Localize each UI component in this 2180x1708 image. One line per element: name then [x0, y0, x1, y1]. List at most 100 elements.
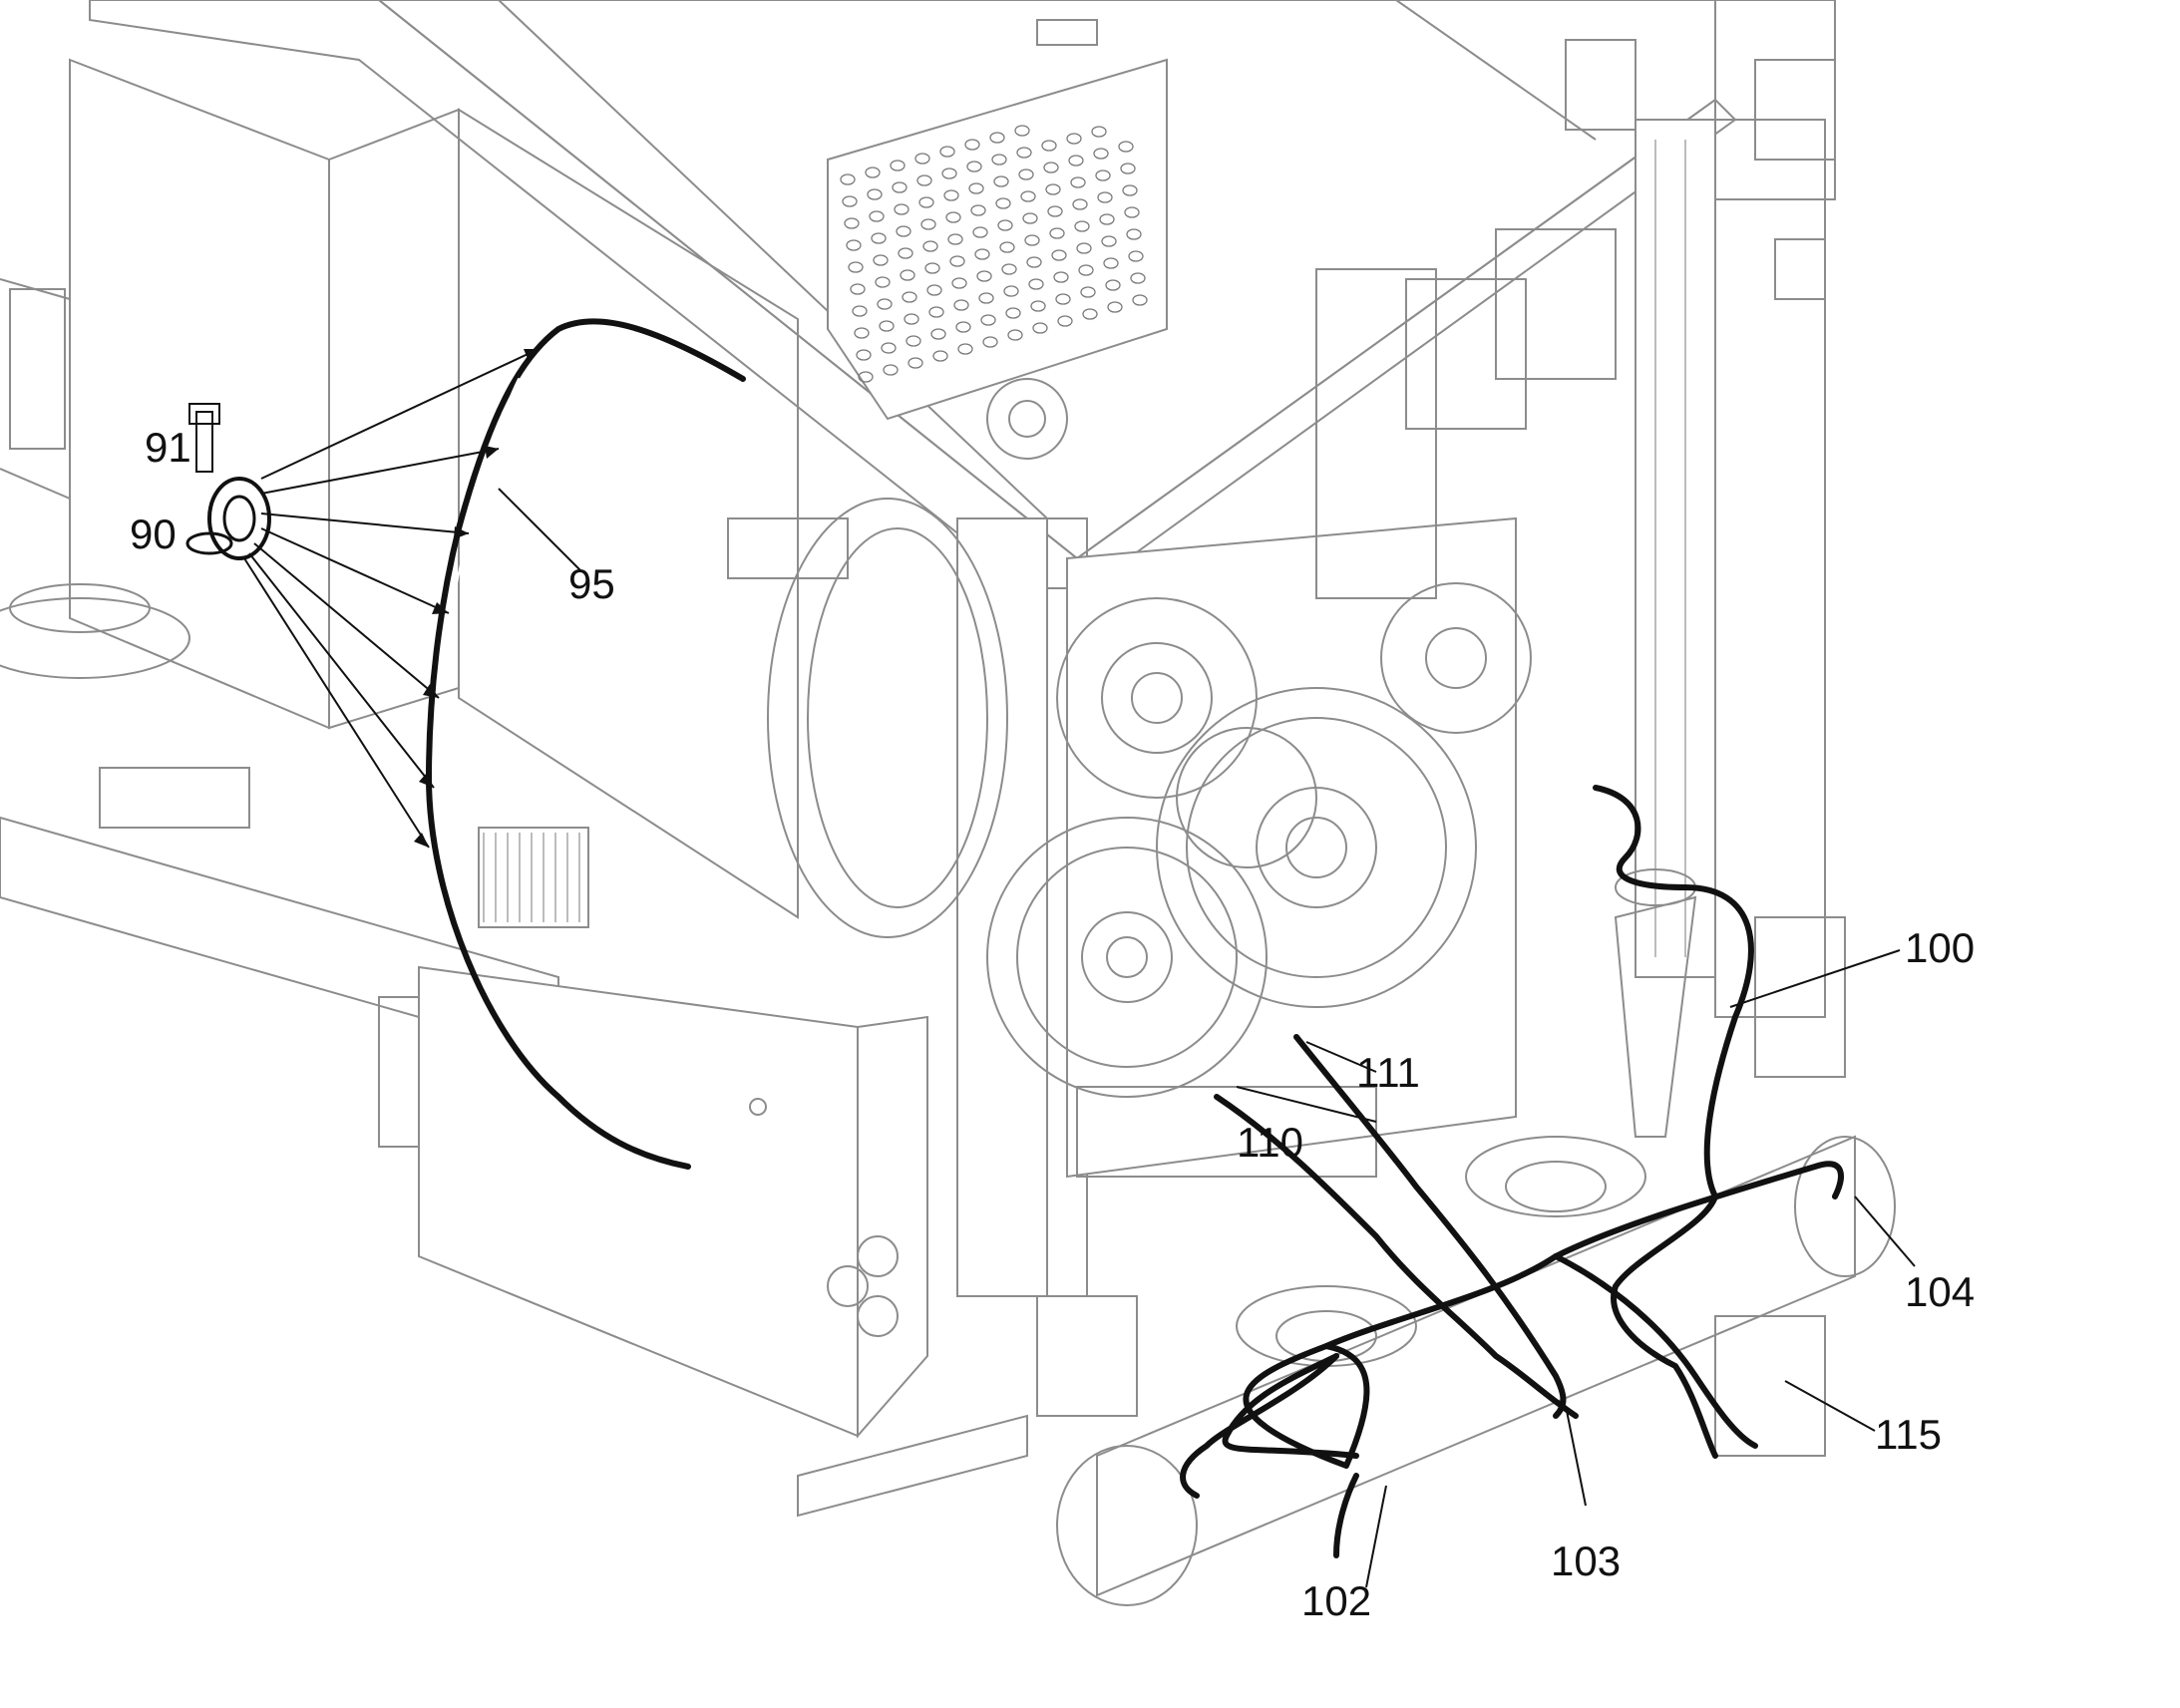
perforation-hole [943, 189, 959, 201]
perforation-hole [1055, 293, 1071, 305]
perforation-hole [1082, 308, 1098, 320]
perforation-hole [924, 262, 940, 274]
perforation-hole [840, 173, 856, 185]
perforation-hole [1022, 212, 1038, 224]
perforation-hole [922, 240, 938, 252]
perforation-hole [1099, 213, 1115, 225]
clamp-leaders [243, 348, 540, 849]
callout-90: 90 [130, 511, 177, 557]
cable-harness [1180, 785, 1844, 1558]
perforation-hole [1028, 278, 1044, 290]
perforation-hole [1080, 286, 1096, 298]
perforation-hole [1003, 285, 1019, 297]
perforation-hole [1070, 176, 1086, 188]
callout-115: 115 [1875, 1411, 1942, 1458]
perforation-hole [1120, 163, 1136, 174]
perforation-hole [1132, 294, 1148, 306]
center-post [956, 517, 1138, 1417]
perforation-hole [1043, 162, 1059, 173]
callout-102: 102 [1301, 1577, 1372, 1624]
perforation-hole [1130, 272, 1146, 284]
perforation-hole [966, 161, 982, 172]
perforation-hole [1014, 125, 1030, 137]
perforation-hole [995, 197, 1011, 209]
perforation-hole [918, 196, 934, 208]
perforation-hole [997, 219, 1013, 231]
left-cabinet [0, 58, 799, 1059]
callout-91: 91 [145, 424, 191, 471]
flywheel [727, 498, 1008, 938]
perforation-hole [930, 328, 946, 340]
perforation-hole [850, 283, 866, 295]
perforation-hole [890, 160, 906, 171]
perforation-hole [1107, 301, 1123, 313]
right-posts [1635, 119, 1846, 1078]
perforation-hole [1124, 206, 1140, 218]
perforation-hole [978, 292, 994, 304]
perforation-hole [1091, 126, 1107, 138]
callout-110: 110 [1237, 1119, 1303, 1166]
perforation-hole [1128, 250, 1144, 262]
perforation-hole [1095, 170, 1111, 181]
perforation-hole [951, 277, 967, 289]
perforation-hole [1066, 133, 1082, 145]
clamp-parts [185, 403, 271, 560]
perforation-hole [1068, 155, 1084, 167]
callout-leaders [498, 488, 1916, 1588]
perforation-hole [974, 248, 990, 260]
perforation-hole [1057, 315, 1073, 327]
perforation-hole [1049, 227, 1065, 239]
perforation-hole [1126, 228, 1142, 240]
perforation-hole [914, 153, 930, 165]
perforation-hole [852, 305, 868, 317]
perforation-hole [1020, 190, 1036, 202]
perforation-hole [867, 188, 883, 200]
perforation-hole [972, 226, 988, 238]
perforation-hole [1053, 271, 1069, 283]
perforated-panel [827, 58, 1168, 421]
perforation-hole [869, 210, 885, 222]
perforation-hole [939, 146, 955, 158]
perforation-hole [873, 254, 889, 266]
perforation-hole [999, 241, 1015, 253]
perforation-hole [1005, 307, 1021, 319]
perforation-hole [856, 349, 872, 361]
callout-95: 95 [568, 560, 615, 607]
perforation-hole [896, 225, 911, 237]
perforation-hole [1074, 220, 1090, 232]
perforation-hole [846, 239, 862, 251]
perforation-hole [906, 335, 921, 347]
perforation-hole [928, 306, 944, 318]
perforation-hole [875, 276, 891, 288]
perforation-hole [993, 175, 1009, 187]
top-frame [89, 0, 1836, 590]
perforation-hole [1016, 147, 1032, 159]
perforation-hole [848, 261, 864, 273]
perforation-hole [953, 299, 969, 311]
perforation-hole [920, 218, 936, 230]
perforation-hole [1118, 141, 1134, 153]
perforation-hole [858, 371, 874, 383]
perforation-hole [968, 182, 984, 194]
perforation-hole [991, 154, 1007, 166]
perforation-hole [892, 181, 908, 193]
perforation-hole [949, 255, 965, 267]
perforation-hole [1024, 234, 1040, 246]
perforation-hole [1047, 205, 1063, 217]
perforation-hole [941, 168, 957, 179]
perforation-hole [945, 211, 961, 223]
callout-111: 111 [1356, 1049, 1420, 1096]
perforation-hole [904, 313, 919, 325]
perforation-hole [976, 270, 992, 282]
cable-95 [426, 318, 746, 1170]
perforation-hole [957, 343, 973, 355]
perforation-hole [1001, 263, 1017, 275]
perforation-hole [1030, 300, 1046, 312]
perforation-hole [871, 232, 887, 244]
perforation-hole [1105, 279, 1121, 291]
base-skid [378, 965, 1028, 1518]
perforation-hole [1041, 140, 1057, 152]
perforation-hole [1018, 169, 1034, 180]
perforation-hole [1103, 257, 1119, 269]
